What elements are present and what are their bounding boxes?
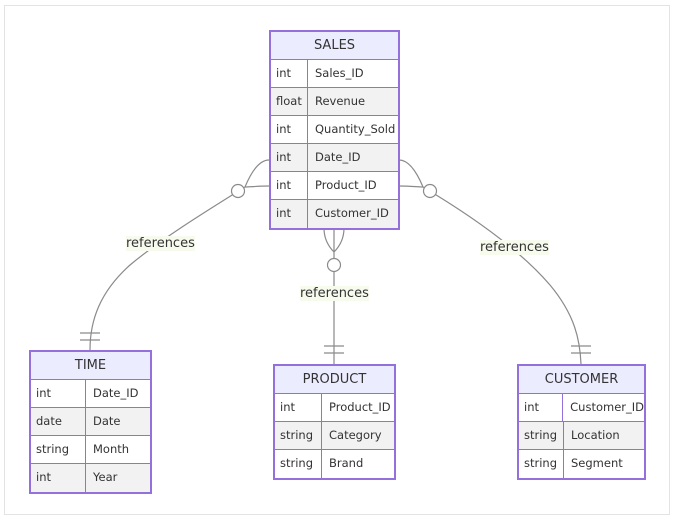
attribute-name: Category <box>329 428 382 442</box>
attribute-type: float <box>271 88 308 115</box>
entity-title: PRODUCT <box>275 366 394 394</box>
attribute-type: date <box>31 408 86 435</box>
attribute-name: Year <box>93 470 118 484</box>
attribute-type: int <box>271 200 308 228</box>
entity-title: CUSTOMER <box>519 366 644 394</box>
label-text: references <box>126 236 195 251</box>
attribute-type: int <box>271 60 308 87</box>
entity-title: SALES <box>271 32 398 60</box>
attribute-name: Sales_ID <box>315 66 364 80</box>
attribute-name: Month <box>93 442 130 456</box>
one-marker-icon <box>324 345 344 354</box>
attribute-type: string <box>519 422 564 449</box>
one-marker-icon <box>571 345 591 354</box>
attribute-row: string Month <box>31 436 150 464</box>
attribute-type: string <box>519 450 564 478</box>
attribute-row: int Customer_ID <box>519 394 644 422</box>
attribute-name: Segment <box>571 456 623 470</box>
attribute-name: Customer_ID <box>570 400 644 414</box>
attribute-name: Quantity_Sold <box>315 122 396 136</box>
attribute-row: string Brand <box>275 450 394 478</box>
attribute-name: Product_ID <box>315 178 377 192</box>
attribute-type: int <box>271 116 308 143</box>
attribute-type: int <box>31 464 86 492</box>
relationship-label-time: references <box>125 236 196 251</box>
attribute-type: int <box>519 394 564 421</box>
attribute-name: Date_ID <box>93 386 139 400</box>
attribute-row: string Location <box>519 422 644 450</box>
zero-marker-icon <box>326 257 342 273</box>
attribute-type: int <box>275 394 322 421</box>
crowfoot-icon <box>244 159 270 188</box>
attribute-row: int Date_ID <box>31 380 150 408</box>
attribute-type: int <box>271 144 308 171</box>
attribute-row: int Product_ID <box>275 394 394 422</box>
attribute-name: Brand <box>329 456 364 470</box>
zero-marker-icon <box>422 183 438 199</box>
entity-customer[interactable]: CUSTOMER int Customer_ID string Location s… <box>517 364 646 480</box>
attribute-name: Date_ID <box>315 150 361 164</box>
attribute-row: int Year <box>31 464 150 492</box>
attribute-name: Date <box>93 414 121 428</box>
crowfoot-icon <box>323 227 345 253</box>
label-text: references <box>300 286 369 301</box>
attribute-row: int Date_ID <box>271 144 398 172</box>
attribute-name: Customer_ID <box>315 206 389 220</box>
attribute-row: date Date <box>31 408 150 436</box>
zero-marker-icon <box>230 183 246 199</box>
entity-time[interactable]: TIME int Date_ID date Date string Month int… <box>29 350 152 494</box>
crowfoot-icon <box>398 159 424 188</box>
attribute-row: float Revenue <box>271 88 398 116</box>
one-marker-icon <box>80 332 100 341</box>
edge-sales-time <box>80 159 270 351</box>
entity-title: TIME <box>31 352 150 380</box>
relationship-label-customer: references <box>479 240 550 255</box>
attribute-row: string Category <box>275 422 394 450</box>
attribute-name: Location <box>571 428 620 442</box>
attribute-type: string <box>31 436 86 463</box>
attribute-name: Product_ID <box>329 400 391 414</box>
attribute-row: int Sales_ID <box>271 60 398 88</box>
relationship-label-product: references <box>299 286 370 301</box>
label-text: references <box>480 240 549 255</box>
attribute-type: int <box>271 172 308 199</box>
attribute-type: string <box>275 422 322 449</box>
edge-sales-customer <box>398 159 591 365</box>
attribute-row: int Quantity_Sold <box>271 116 398 144</box>
attribute-type: string <box>275 450 322 478</box>
attribute-name: Revenue <box>315 94 366 108</box>
attribute-row: int Product_ID <box>271 172 398 200</box>
attribute-type: int <box>31 380 86 407</box>
attribute-row: string Segment <box>519 450 644 478</box>
entity-product[interactable]: PRODUCT int Product_ID string Category str… <box>273 364 396 480</box>
attribute-row: int Customer_ID <box>271 200 398 228</box>
